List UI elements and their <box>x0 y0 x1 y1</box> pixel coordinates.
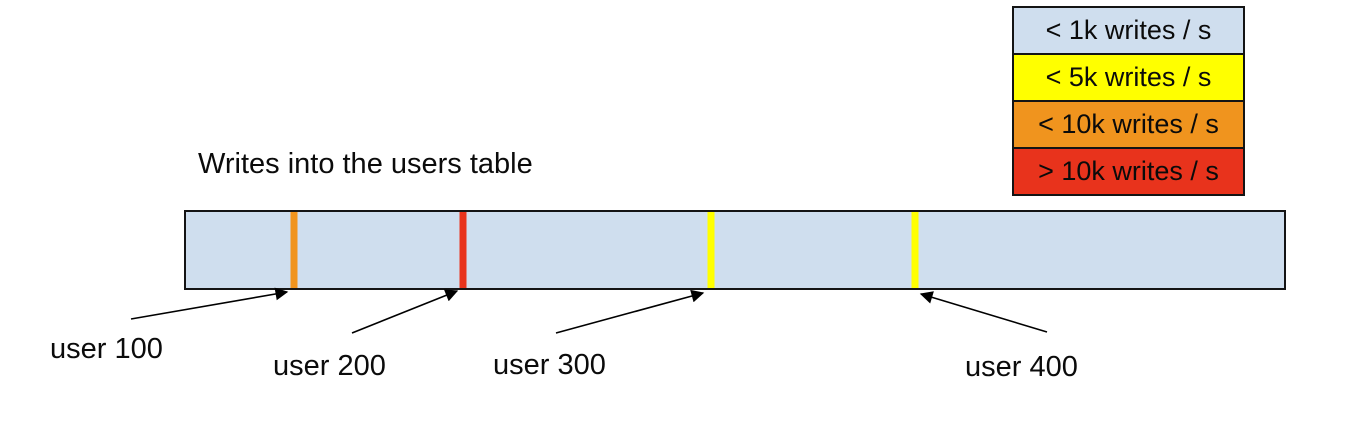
marker-user-100 <box>290 212 298 288</box>
legend-item-lt-1k: < 1k writes / s <box>1014 8 1243 55</box>
label-user-100: user 100 <box>50 333 163 365</box>
marker-user-200 <box>459 212 467 288</box>
marker-user-300 <box>707 212 715 288</box>
legend-item-gt-10k: > 10k writes / s <box>1014 149 1243 194</box>
arrow-user-300 <box>555 289 705 334</box>
label-user-300: user 300 <box>493 349 606 381</box>
arrow-user-200 <box>351 289 459 334</box>
legend-item-lt-10k: < 10k writes / s <box>1014 102 1243 149</box>
users-table-bar <box>184 210 1286 290</box>
label-user-200: user 200 <box>273 350 386 382</box>
bar-title: Writes into the users table <box>198 148 533 180</box>
legend-item-lt-5k: < 5k writes / s <box>1014 55 1243 102</box>
legend: < 1k writes / s < 5k writes / s < 10k wr… <box>1012 6 1245 196</box>
arrow-user-400 <box>919 291 1048 333</box>
label-user-400: user 400 <box>965 351 1078 383</box>
arrow-user-100 <box>130 287 289 320</box>
marker-user-400 <box>911 212 919 288</box>
